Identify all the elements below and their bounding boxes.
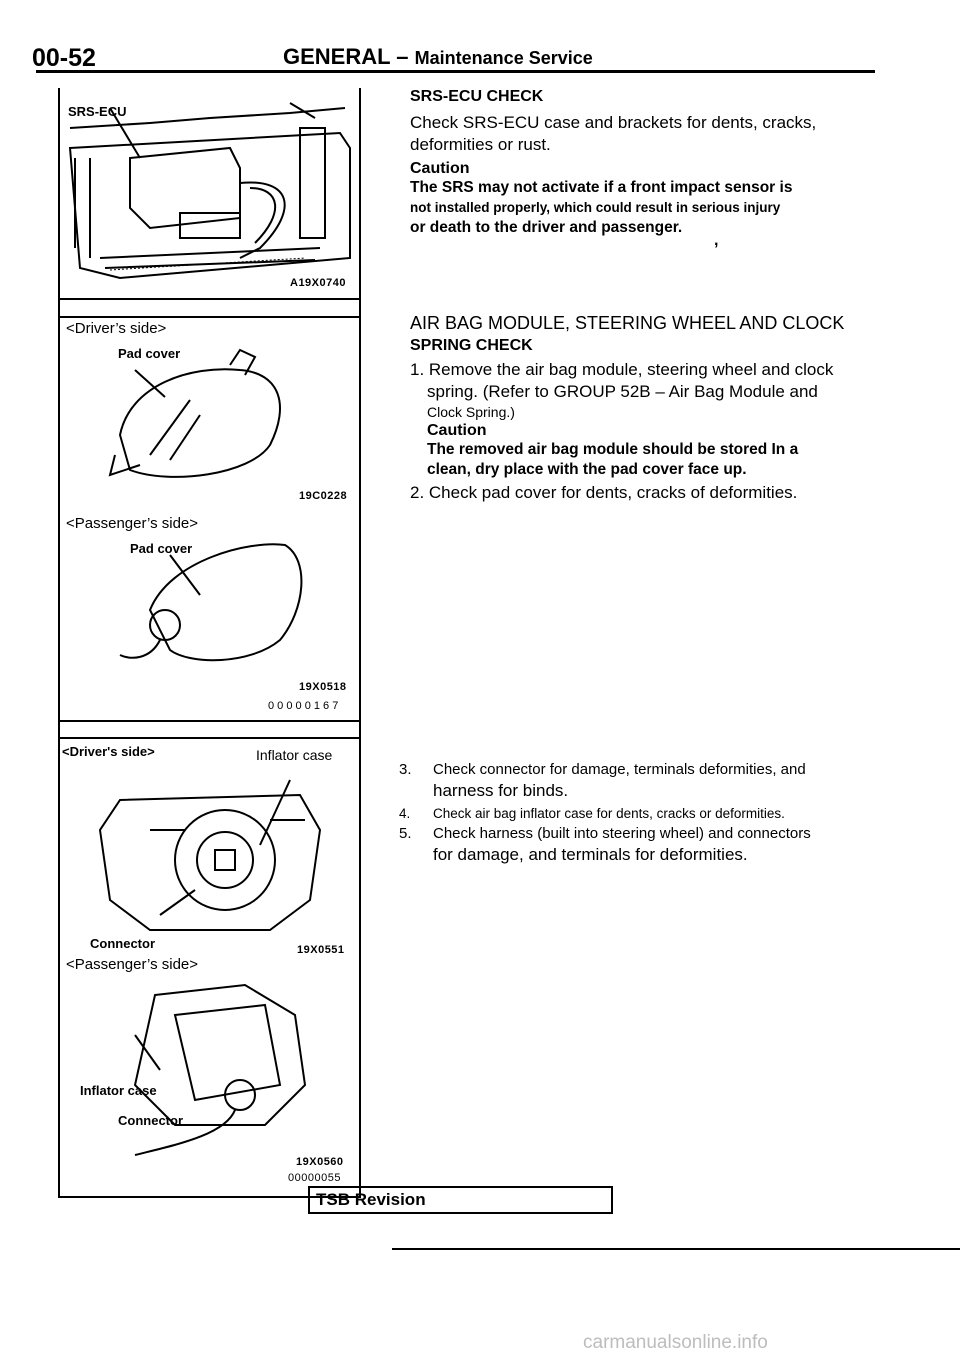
figure-code: 19X0518 [299, 681, 347, 693]
heading-bold: SRS-ECU [410, 88, 483, 105]
section-name: GENERAL [283, 44, 391, 69]
figure-code: 19C0228 [299, 490, 348, 502]
step-number: 4. [399, 806, 411, 821]
header-rule [36, 70, 875, 73]
step-2: 2. Check pad cover for dents, cracks of … [410, 483, 798, 502]
caution-heading: Caution [427, 422, 487, 439]
driver-side-caption: <Driver's side> [62, 744, 155, 759]
caution-line: or death to the driver and passenger. [410, 219, 683, 236]
left-column-border [58, 88, 60, 1198]
figure-code: 19X0560 [296, 1156, 344, 1168]
driver-pad-illustration [108, 348, 281, 478]
inflator-case-label: Inflator case [256, 747, 333, 763]
heading-rest: CHECK [486, 88, 544, 105]
passenger-pad-figure [110, 530, 320, 680]
inflator-case-label: Inflator case [80, 1083, 157, 1098]
stray-mark: , [714, 232, 719, 249]
passenger-side-caption: <Passenger’s side> [66, 956, 199, 973]
page-number: 00-52 [32, 44, 96, 72]
airbag-check-subheading: SPRING CHECK [410, 337, 533, 354]
step-number: 5. [399, 825, 412, 842]
srs-ecu-illustration [68, 102, 351, 280]
driver-inflator-figure [90, 770, 330, 945]
srs-ecu-check-heading: SRS-ECU CHECK [410, 88, 870, 106]
driver-side-caption: <Driver’s side> [66, 320, 167, 337]
figure-separator [58, 298, 361, 300]
srs-ecu-check-body: Check SRS-ECU case and brackets for dent… [410, 113, 817, 154]
step-1-cont: spring. (Refer to GROUP 52B – Air Bag Mo… [427, 382, 818, 401]
caution-line: The SRS may not activate if a front impa… [410, 179, 793, 196]
srs-ecu-figure [60, 88, 359, 298]
left-column-divider [359, 88, 361, 1198]
title-separator: – [396, 44, 409, 69]
connector-label: Connector [118, 1113, 183, 1128]
step-5-cont: for damage, and terminals for deformitie… [433, 845, 748, 864]
page-title: GENERAL – Maintenance Service [283, 44, 593, 70]
step-4: Check air bag inflator case for dents, c… [433, 806, 785, 821]
driver-pad-figure [90, 345, 310, 495]
figure-separator [58, 720, 361, 722]
caution-line: The removed air bag module should be sto… [427, 441, 799, 458]
tsb-revision-label: TSB Revision [316, 1190, 426, 1209]
caution-line: not installed properly, which could resu… [410, 200, 781, 215]
step-number: 3. [399, 761, 412, 778]
tsb-revision-box [308, 1186, 613, 1214]
caution-heading: Caution [410, 160, 470, 177]
step-3: Check connector for damage, terminals de… [433, 761, 806, 778]
figure-code: A19X0740 [290, 277, 346, 289]
passenger-inflator-illustration [133, 983, 307, 1156]
srs-ecu-label: SRS-ECU [68, 104, 127, 119]
figure-separator [58, 1196, 361, 1198]
step-1: 1. Remove the air bag module, steering w… [410, 360, 834, 379]
group-code: 0 0 0 0 0 1 6 7 [268, 700, 339, 712]
passenger-side-caption: <Passenger’s side> [66, 515, 199, 532]
footer-rule [392, 1248, 960, 1250]
driver-inflator-illustration [98, 779, 322, 931]
step-5: Check harness (built into steering wheel… [433, 825, 811, 842]
step-3-cont: harness for binds. [433, 781, 569, 800]
passenger-inflator-figure [115, 975, 325, 1165]
section-subtitle: Maintenance Service [414, 48, 593, 68]
figure-code: 19X0551 [297, 944, 345, 956]
airbag-check-heading: AIR BAG MODULE, STEERING WHEEL AND CLOCK [410, 313, 845, 333]
step-1-cont: Clock Spring.) [427, 404, 515, 420]
caution-line: clean, dry place with the pad cover face… [427, 461, 747, 478]
pad-cover-label: Pad cover [130, 541, 193, 556]
pad-cover-label: Pad cover [118, 346, 181, 361]
connector-label: Connector [90, 936, 155, 951]
figure-separator [58, 737, 361, 739]
watermark: carmanualsonline.info [583, 1332, 768, 1353]
passenger-pad-illustration [119, 543, 303, 662]
figure-separator [58, 316, 361, 318]
group-code: 00000055 [288, 1172, 341, 1184]
